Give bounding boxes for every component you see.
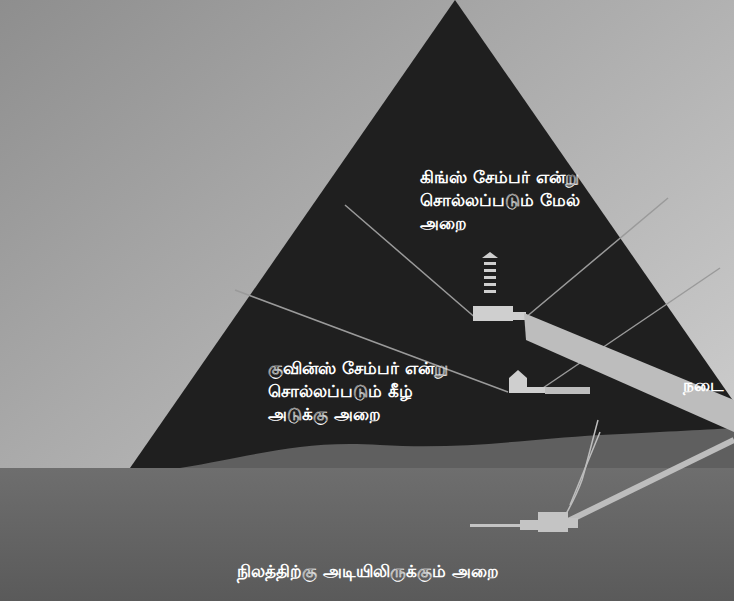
lower-chamber-label: குவின்ஸ் சேம்பர் என்று சொல்லப்படும் கீழ்… bbox=[268, 357, 458, 426]
upper-chamber-label: கிங்ஸ் சேம்பர் என்று சொல்லப்படும் மேல் அ… bbox=[420, 166, 595, 235]
passage-label: நடை bbox=[683, 374, 724, 397]
underground-chamber-label: நிலத்திற்கு அடியிலிருக்கும் அறை bbox=[237, 560, 557, 583]
